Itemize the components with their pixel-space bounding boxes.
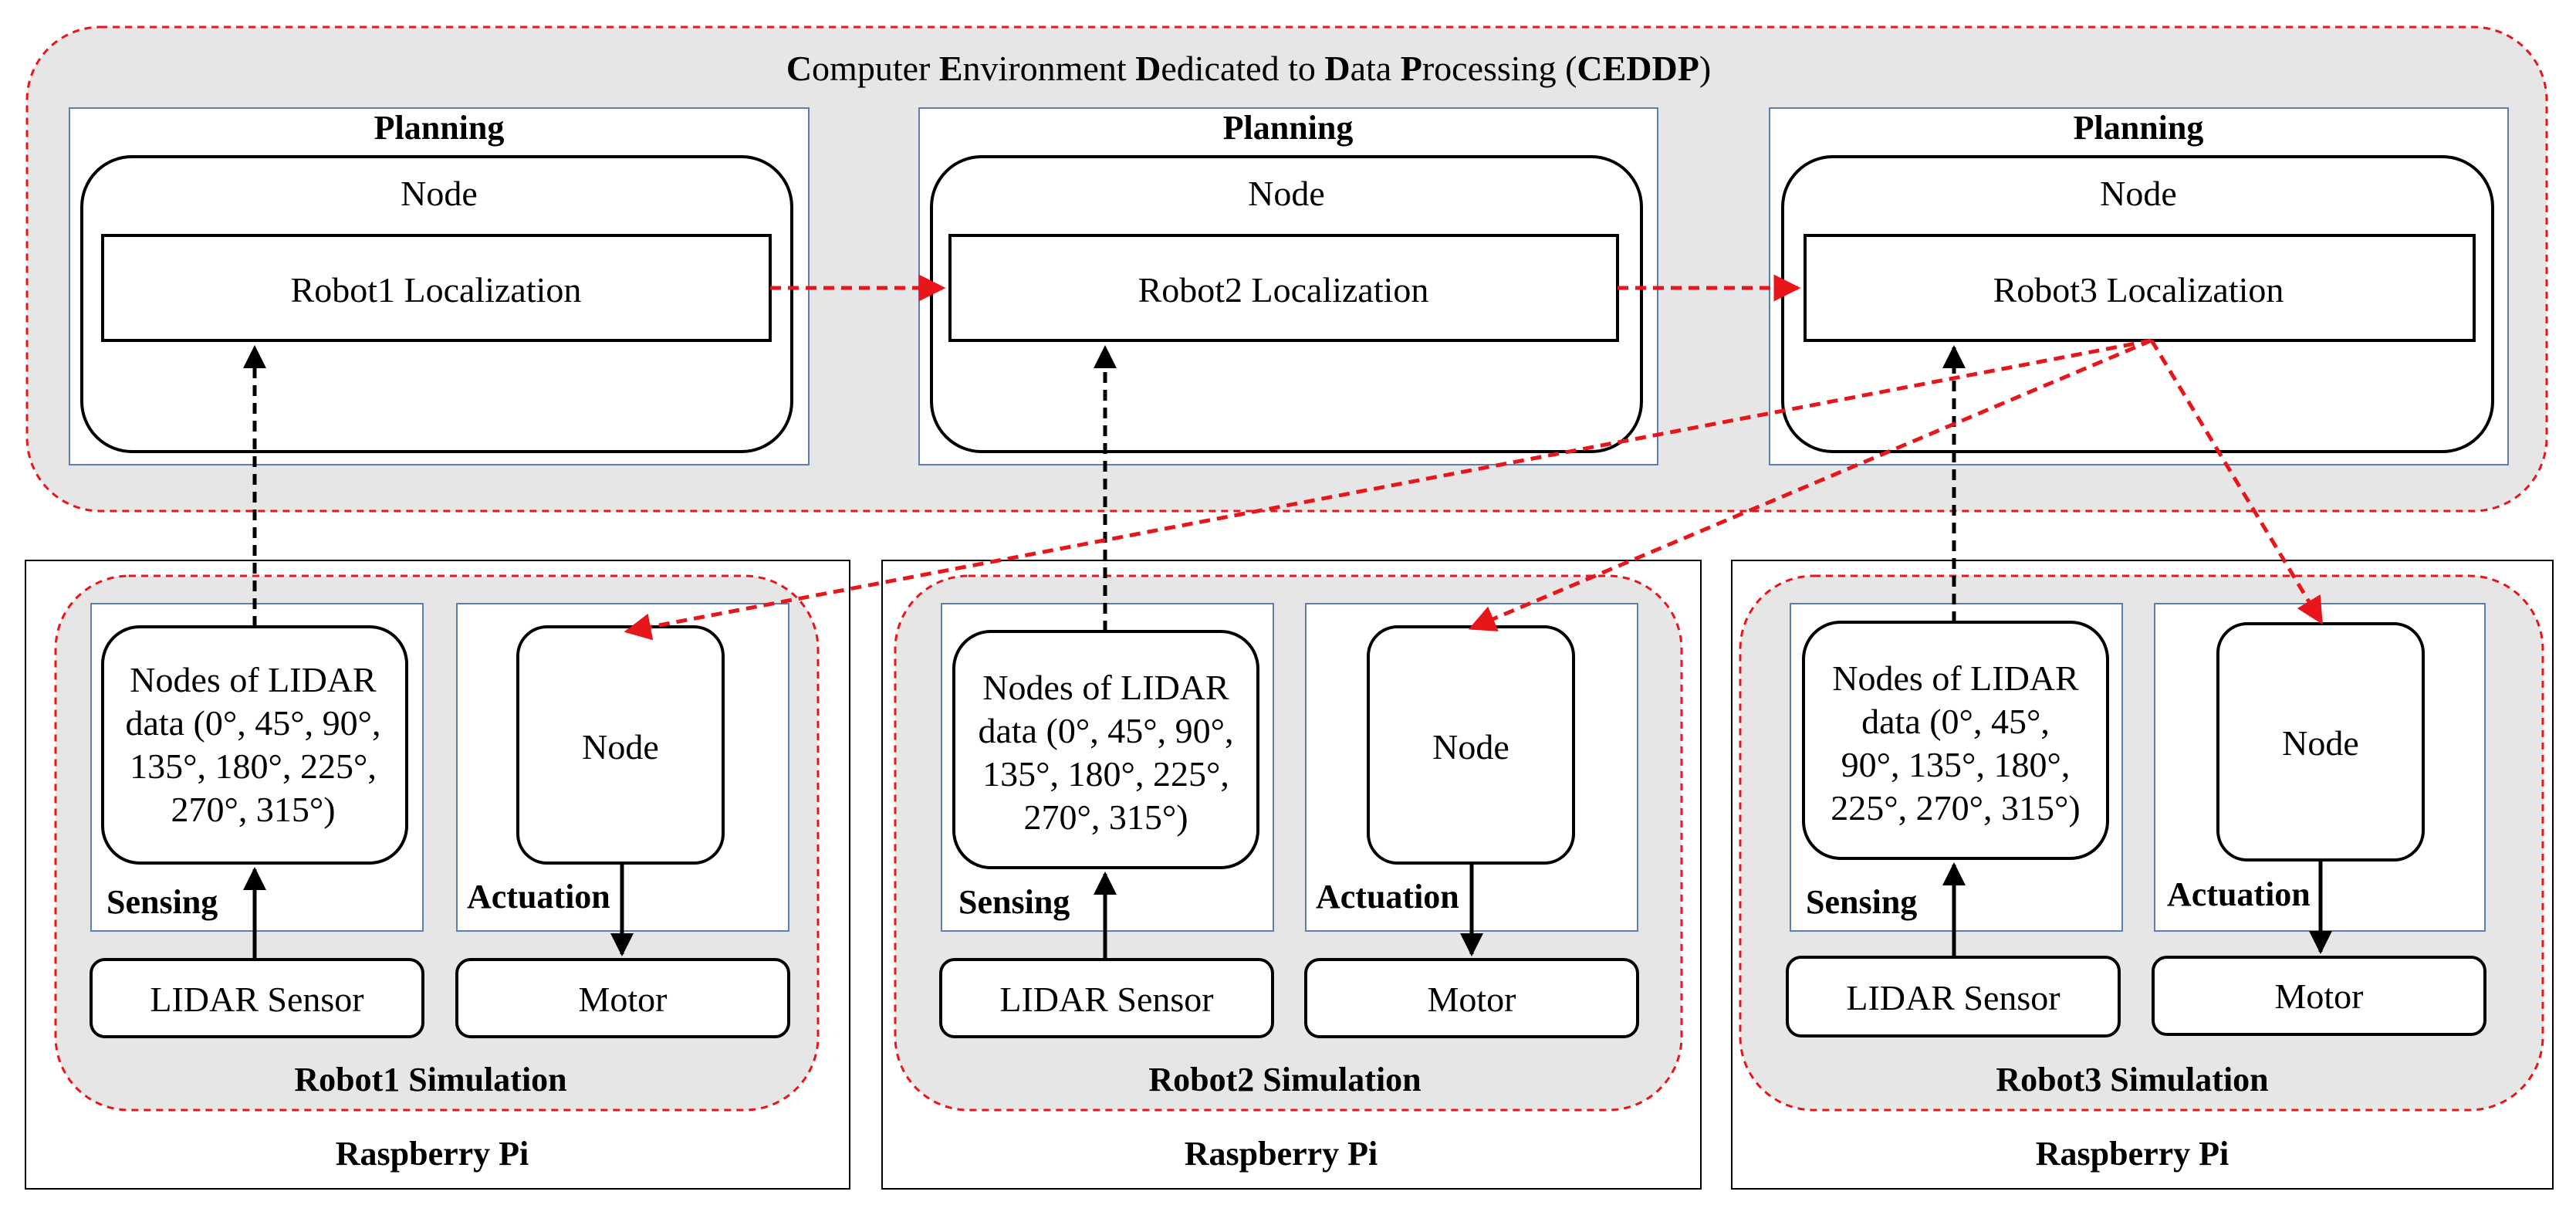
actuation-node-label: Node xyxy=(2282,723,2359,763)
arrow-loc3-to-actuation-3 xyxy=(2149,339,2324,625)
svg-text:270°, 315°): 270°, 315°) xyxy=(1023,797,1188,837)
motor-label: Motor xyxy=(1428,980,1516,1019)
lidar-sensor-label: LIDAR Sensor xyxy=(150,980,363,1019)
actuation-label: Actuation xyxy=(1316,878,1459,916)
robot1-localization: Robot1 Localization xyxy=(291,270,582,310)
sensing-label: Sensing xyxy=(106,883,218,921)
svg-text:135°, 180°, 225°,: 135°, 180°, 225°, xyxy=(982,754,1229,794)
raspberry-pi-label: Raspberry Pi xyxy=(2036,1135,2229,1173)
raspberry-pi-label: Raspberry Pi xyxy=(336,1135,529,1173)
svg-text:data (0°, 45°,: data (0°, 45°, xyxy=(1861,702,2050,741)
actuation-node-label: Node xyxy=(1432,727,1509,767)
svg-text:data (0°, 45°, 90°,: data (0°, 45°, 90°, xyxy=(125,703,380,743)
svg-text:data (0°, 45°, 90°,: data (0°, 45°, 90°, xyxy=(978,711,1233,750)
planning-panel-1: Planning Node Robot1 Localization xyxy=(69,107,810,465)
robot2-simulation-label: Robot2 Simulation xyxy=(1148,1061,1421,1098)
lidar-sensor-label: LIDAR Sensor xyxy=(999,980,1213,1019)
sensing-label: Sensing xyxy=(1806,883,1917,921)
robot3-localization: Robot3 Localization xyxy=(1993,270,2284,310)
svg-text:135°, 180°, 225°,: 135°, 180°, 225°, xyxy=(130,746,377,786)
svg-text:90°, 135°, 180°,: 90°, 135°, 180°, xyxy=(1841,745,2071,784)
motor-label: Motor xyxy=(579,980,668,1019)
dashed-red-arrows xyxy=(624,274,2324,641)
raspberry-pi-2: Raspberry Pi Robot2 Simulation Nodes of … xyxy=(881,560,1702,1190)
raspberry-pi-1: Raspberry Pi Robot1 Simulation Nodes of … xyxy=(25,560,850,1190)
robot2-localization: Robot2 Localization xyxy=(1138,270,1429,310)
solid-arrows xyxy=(243,860,2332,960)
planning-label: Planning xyxy=(2074,109,2204,147)
planning-panel-2: Planning Node Robot2 Localization xyxy=(918,107,1658,465)
lidar-nodes-text: Nodes of LIDAR data (0°, 45°, 90°, 135°,… xyxy=(978,668,1233,837)
svg-text:Nodes of LIDAR: Nodes of LIDAR xyxy=(1832,658,2079,698)
planning-label: Planning xyxy=(374,109,505,147)
planning-panel-3: Planning Node Robot3 Localization xyxy=(1769,107,2509,465)
raspberry-pi-label: Raspberry Pi xyxy=(1185,1135,1378,1173)
lidar-nodes-text: Nodes of LIDAR data (0°, 45°, 90°, 135°,… xyxy=(1831,658,2081,828)
node-label: Node xyxy=(401,174,478,213)
motor-label: Motor xyxy=(2275,977,2364,1016)
svg-text:270°, 315°): 270°, 315°) xyxy=(171,790,335,829)
robot1-simulation-label: Robot1 Simulation xyxy=(294,1061,566,1098)
svg-text:Nodes of LIDAR: Nodes of LIDAR xyxy=(982,668,1229,707)
planning-label: Planning xyxy=(1223,109,1354,147)
actuation-node-label: Node xyxy=(582,727,659,767)
actuation-label: Actuation xyxy=(467,878,610,916)
arrow-loc3-to-actuation-1 xyxy=(624,338,2152,641)
svg-text:225°, 270°, 315°): 225°, 270°, 315°) xyxy=(1831,788,2081,828)
lidar-sensor-label: LIDAR Sensor xyxy=(1846,978,2060,1017)
robot3-simulation-label: Robot3 Simulation xyxy=(1996,1061,2268,1098)
raspberry-pi-3: Raspberry Pi Robot3 Simulation Nodes of … xyxy=(1731,560,2554,1190)
dashed-black-arrows xyxy=(243,345,1966,631)
actuation-label: Actuation xyxy=(2167,875,2311,913)
node-label: Node xyxy=(1248,174,1325,213)
node-label: Node xyxy=(2100,174,2177,213)
ceddp-title: Computer Environment Dedicated to Data P… xyxy=(786,49,1711,88)
sensing-label: Sensing xyxy=(958,883,1070,921)
svg-text:Nodes of LIDAR: Nodes of LIDAR xyxy=(130,660,377,699)
lidar-nodes-text: Nodes of LIDAR data (0°, 45°, 90°, 135°,… xyxy=(125,660,380,829)
